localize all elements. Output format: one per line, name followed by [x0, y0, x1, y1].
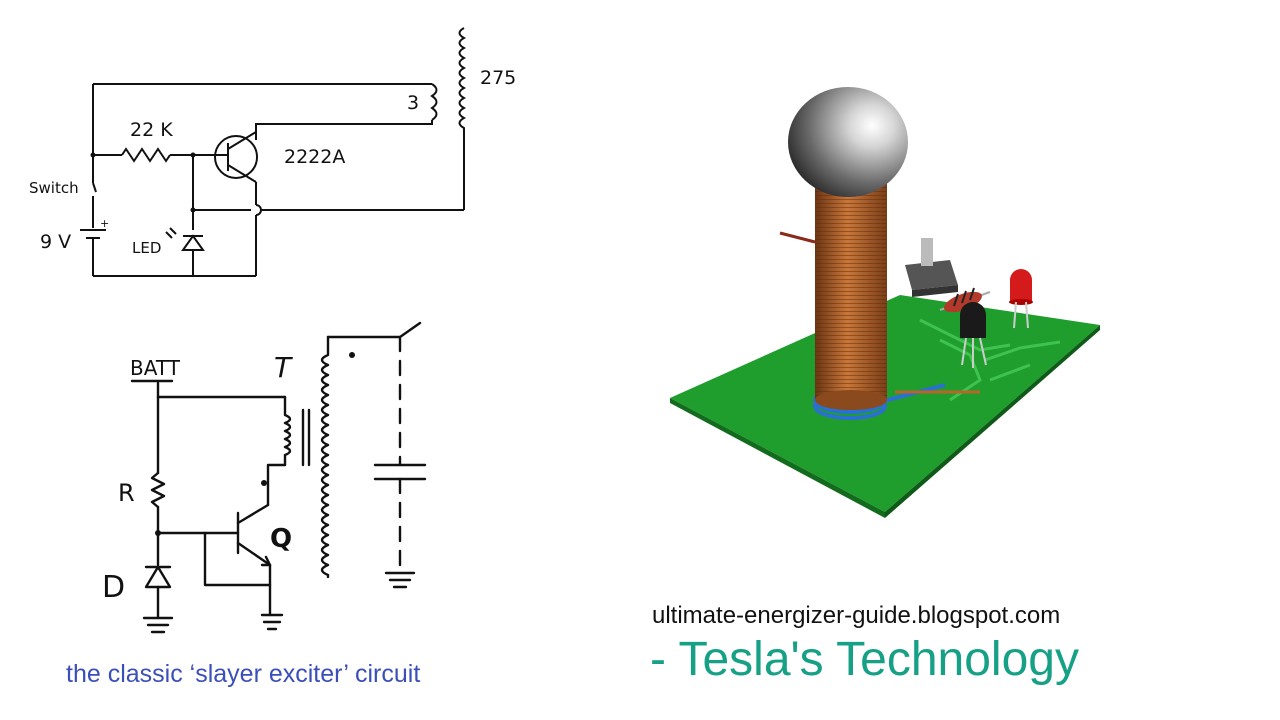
led-3d: [1010, 269, 1032, 302]
label-3: 3: [407, 92, 419, 114]
resistor-3d: [939, 287, 991, 313]
label-switch: Switch: [29, 179, 79, 197]
primary-coil: [430, 83, 438, 121]
label-led: LED: [132, 239, 161, 257]
sketch-label-q: Q: [270, 524, 292, 554]
switch-3d: [905, 260, 958, 290]
source-url: ultimate-energizer-guide.blogspot.com: [652, 602, 1061, 629]
sketch-diode: [144, 565, 172, 589]
caption: the classic ‘slayer exciter’ circuit: [66, 660, 421, 688]
hand-sketch: BATT T R Q D: [102, 321, 427, 634]
sketch-label-t: T: [274, 351, 293, 384]
svg-text:+: +: [100, 217, 109, 230]
sketch-secondary-coil: [320, 335, 330, 579]
sketch-label-batt: BATT: [130, 356, 181, 380]
label-275: 275: [480, 67, 516, 89]
transistor-2222a: [214, 135, 258, 179]
label-22k: 22 K: [130, 119, 173, 141]
transistor-3d: [960, 302, 986, 338]
sketch-label-d: D: [102, 570, 125, 605]
secondary-coil: [458, 27, 467, 210]
tesla-coil-render: [670, 87, 1100, 518]
sketch-resistor: [150, 471, 166, 509]
label-2222a: 2222A: [284, 146, 345, 168]
tagline: - Tesla's Technology: [650, 633, 1079, 686]
printed-schematic: + 275 3 22 K 2222A Switch 9 V LED: [29, 27, 516, 277]
sketch-capacitor: [373, 463, 427, 481]
sketch-primary-coil: [283, 395, 292, 467]
top-load-sphere: [788, 87, 908, 197]
switch: [92, 182, 97, 193]
led-diode: [181, 234, 205, 251]
sketch-label-r: R: [118, 479, 135, 507]
resistor-22k: [121, 147, 171, 163]
label-9v: 9 V: [40, 231, 71, 253]
